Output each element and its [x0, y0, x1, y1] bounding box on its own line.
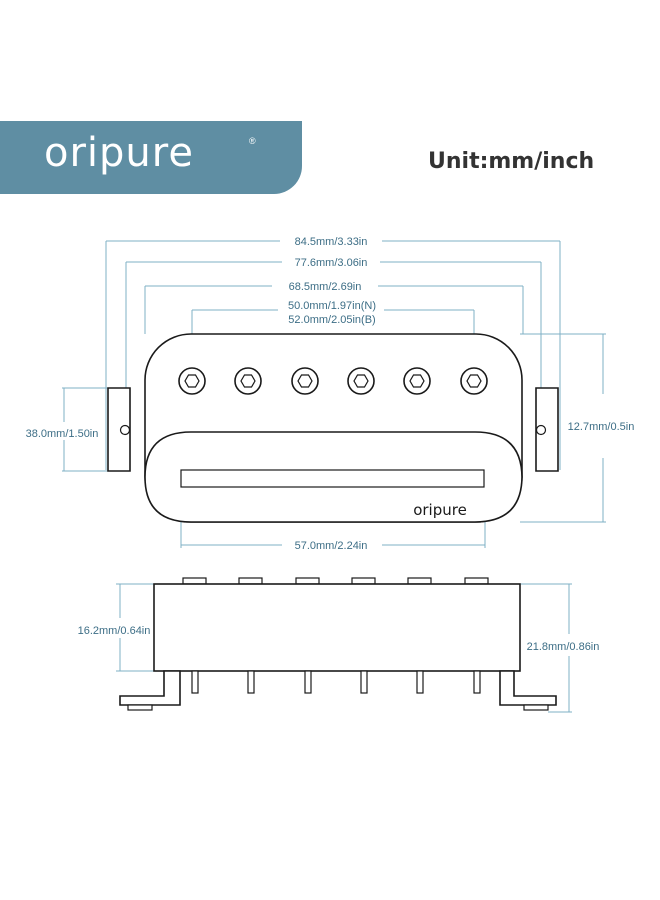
right-mount-hole [535, 424, 547, 436]
left-mount-hole [119, 424, 131, 436]
pole-piece [347, 367, 375, 395]
left-foot [127, 704, 153, 711]
right-mount-leg [499, 670, 557, 706]
screw-head [407, 577, 432, 585]
dim-mount-hole-spacing: 77.6mm/3.06in [295, 257, 368, 269]
dim-body-width: 38.0mm/1.50in [26, 428, 99, 440]
screw-head [351, 577, 376, 585]
left-mount-leg [119, 670, 181, 706]
blade-bar [180, 469, 485, 488]
dim-body-height: 16.2mm/0.64in [78, 625, 151, 637]
right-mount-tab [535, 387, 559, 472]
dim-overall-length: 84.5mm/3.33in [295, 236, 368, 248]
dim-pole-spacing-neck: 50.0mm/1.97in(N) [288, 300, 376, 312]
pole-screw-shafts [191, 670, 481, 694]
cover-logo: oripure [413, 501, 467, 519]
dim-body-length: 68.5mm/2.69in [289, 281, 362, 293]
pole-piece [460, 367, 488, 395]
screw-shaft [191, 670, 199, 694]
screw-shaft [304, 670, 312, 694]
right-foot [523, 704, 549, 711]
screw-head [464, 577, 489, 585]
pole-piece [291, 367, 319, 395]
pole-piece [234, 367, 262, 395]
dim-total-height: 21.8mm/0.86in [527, 641, 600, 653]
dim-right-height: 12.7mm/0.5in [568, 421, 635, 433]
screw-shaft [473, 670, 481, 694]
screw-shaft [416, 670, 424, 694]
pole-pieces [178, 367, 488, 395]
pickup-body-side [153, 583, 521, 672]
dim-pole-spacing-bridge: 52.0mm/2.05in(B) [288, 314, 375, 326]
left-mount-tab [107, 387, 131, 472]
pole-piece [178, 367, 206, 395]
unit-label: Unit:mm/inch [428, 149, 595, 174]
brand-banner [0, 121, 302, 194]
brand-logo: oripure [44, 130, 194, 176]
screw-shaft [247, 670, 255, 694]
screw-head [238, 577, 263, 585]
pole-screw-heads [182, 577, 489, 585]
screw-head [182, 577, 207, 585]
dim-blade-length: 57.0mm/2.24in [295, 540, 368, 552]
registered-mark: ® [249, 136, 256, 146]
pole-piece [403, 367, 431, 395]
screw-head [295, 577, 320, 585]
screw-shaft [360, 670, 368, 694]
